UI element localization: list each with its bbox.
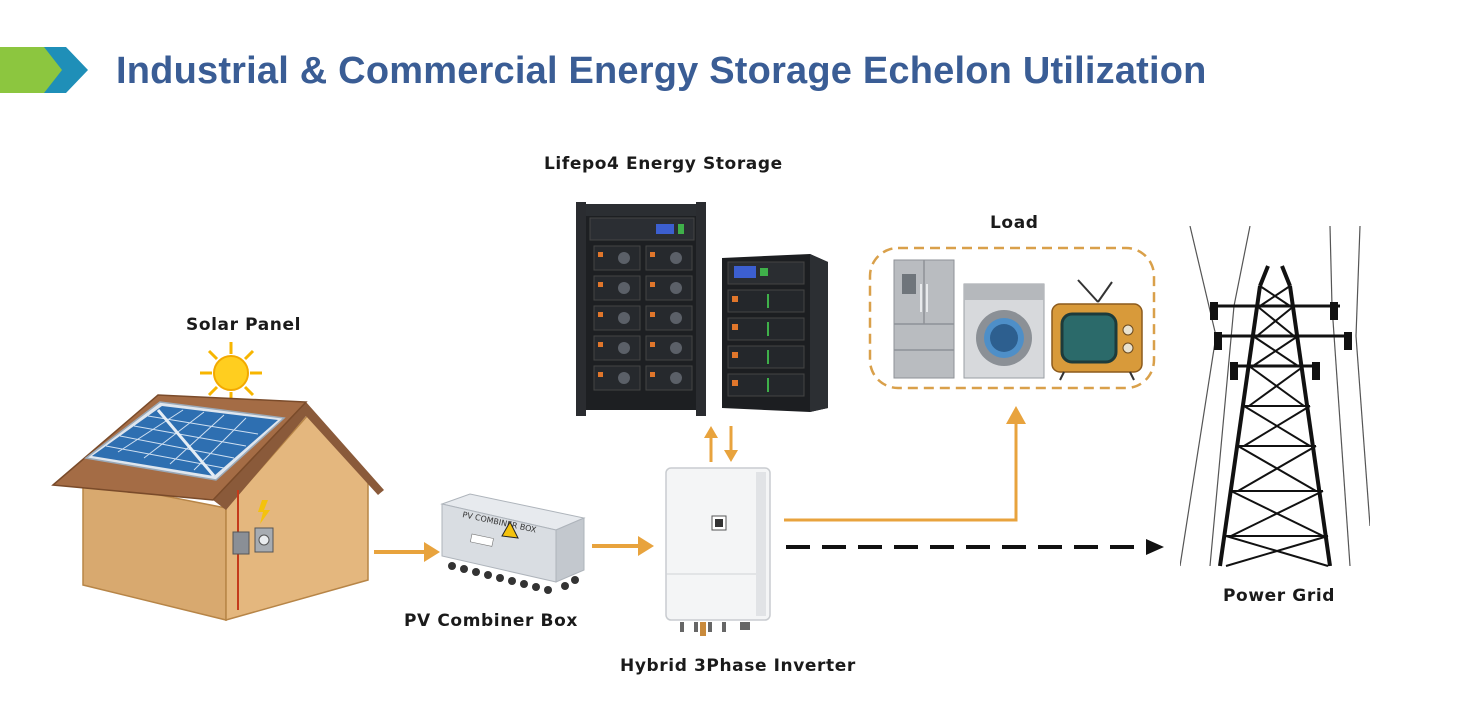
fridge-icon: [893, 259, 955, 379]
load-appliances-illustration: [868, 246, 1156, 390]
combiner-label: PV Combiner Box: [404, 611, 578, 631]
storage-label: Lifepo4 Energy Storage: [544, 154, 783, 174]
solar-label: Solar Panel: [186, 315, 302, 335]
arrow-inverter-storage-bidirectional: [704, 426, 738, 462]
hybrid-inverter-illustration: [665, 467, 771, 636]
sun-icon: [200, 342, 262, 404]
arrow-solar-to-combiner: [374, 542, 440, 562]
inverter-label: Hybrid 3Phase Inverter: [620, 656, 856, 676]
washing-machine-icon: [963, 283, 1045, 379]
solar-panel-icon: [84, 401, 286, 481]
lifepo4-storage-illustration: [576, 202, 828, 416]
header-chevron-icon: [0, 47, 88, 93]
page-title: Industrial & Commercial Energy Storage E…: [116, 50, 1207, 92]
load-label: Load: [990, 213, 1039, 233]
house-solar-illustration: [51, 342, 384, 621]
tv-icon: [1051, 279, 1143, 381]
arrow-combiner-to-inverter: [592, 536, 654, 556]
pv-combiner-box-illustration: PV COMBINER BOX: [440, 493, 586, 594]
power-grid-tower-illustration: [1180, 226, 1370, 567]
grid-label: Power Grid: [1223, 586, 1336, 606]
arrow-inverter-to-grid: [786, 539, 1164, 555]
arrow-inverter-to-load: [784, 406, 1026, 522]
